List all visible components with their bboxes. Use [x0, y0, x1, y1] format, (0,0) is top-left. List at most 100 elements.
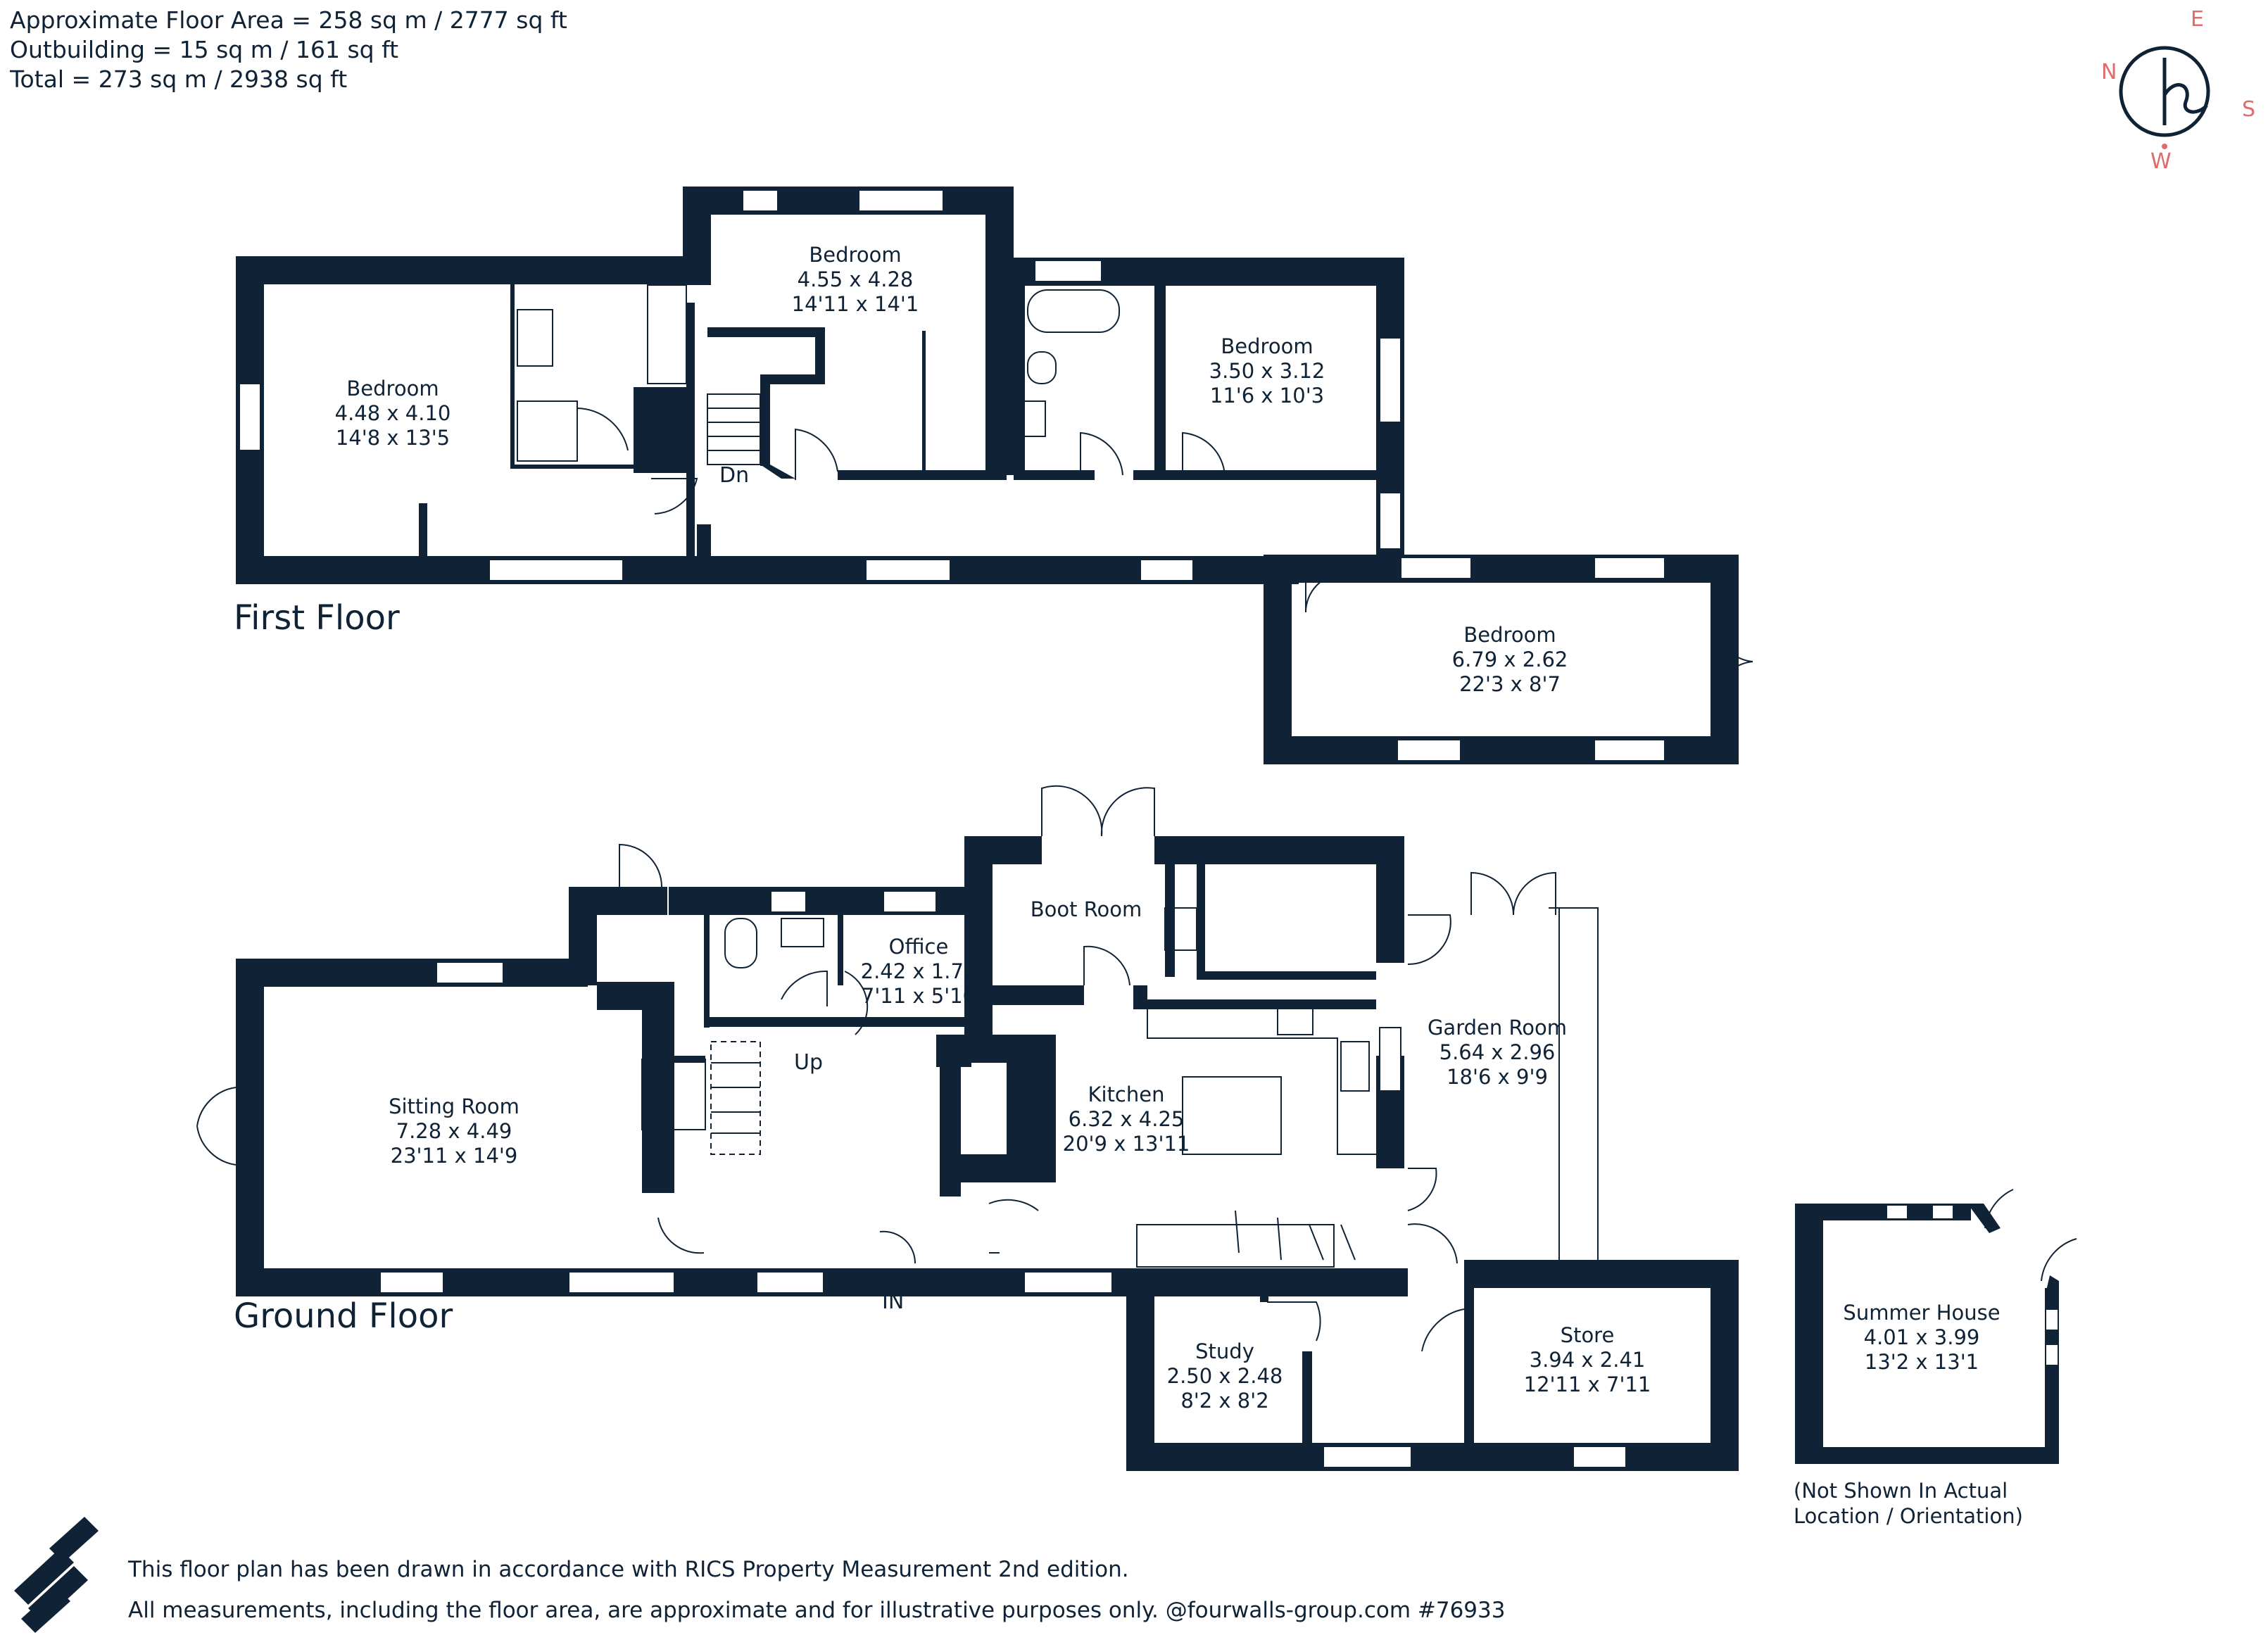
room-name: Bedroom	[346, 377, 439, 400]
room-name: Boot Room	[1030, 897, 1142, 921]
ground-floor-wall	[1165, 864, 1175, 977]
ground-floor-wall	[1197, 971, 1376, 980]
garden-room-glazing	[1549, 907, 1599, 1260]
room-name: Bedroom	[809, 243, 902, 267]
stairs-fixture	[711, 1062, 760, 1134]
first-floor-wall	[1264, 736, 1739, 764]
room-imperial: 14'11 x 14'1	[791, 292, 919, 316]
window	[1932, 1204, 1954, 1220]
window	[1379, 337, 1401, 423]
first-floor-wall	[1133, 470, 1376, 480]
first-floor-wall	[1711, 555, 1739, 764]
first-floor-wall	[683, 187, 1014, 215]
summer-house-wall	[1967, 1204, 2001, 1233]
window	[379, 1271, 444, 1294]
door	[1407, 914, 1451, 966]
door	[577, 407, 629, 461]
room-imperial: 14'8 x 13'5	[335, 426, 451, 450]
stairs-down-label: Dn	[719, 463, 750, 488]
summer-house-wall	[2045, 1275, 2059, 1296]
window	[1023, 1271, 1113, 1294]
room-metric: 6.79 x 2.62	[1451, 648, 1568, 671]
first-floor-wall	[1154, 282, 1166, 472]
first-floor-wall	[1264, 555, 1739, 583]
window	[1886, 1204, 1908, 1220]
room-name: Study	[1195, 1339, 1254, 1363]
door	[879, 1230, 916, 1264]
first-floor-wall	[686, 303, 695, 556]
room-imperial: 11'6 x 10'3	[1209, 384, 1325, 408]
first-floor-wall	[1264, 555, 1292, 764]
stairs-fixture	[710, 1041, 761, 1155]
first-floor-label: First Floor	[234, 598, 400, 638]
ground-floor-wall	[1133, 999, 1376, 1009]
window	[770, 890, 807, 913]
door	[1984, 1189, 2077, 1282]
window	[1573, 1446, 1627, 1468]
room-store: Store 3.94 x 2.41 12'11 x 7'11	[1524, 1323, 1651, 1397]
ground-floor-label: Ground Floor	[234, 1296, 453, 1336]
ground-floor-wall	[1260, 1288, 1268, 1302]
room-study: Study 2.50 x 2.48 8'2 x 8'2	[1167, 1339, 1283, 1413]
door	[844, 971, 869, 1035]
window	[742, 189, 779, 212]
compass-monogram-icon	[2119, 46, 2210, 149]
outbuilding-note-line: Location / Orientation)	[1794, 1504, 2023, 1528]
door	[1717, 626, 1753, 697]
first-floor-wall	[419, 503, 427, 556]
room-bedroom-1: Bedroom 4.48 x 4.10 14'8 x 13'5	[335, 377, 451, 450]
ground-floor-wall	[993, 985, 1084, 1005]
window	[568, 1271, 675, 1294]
room-imperial: 20'9 x 13'11	[1062, 1132, 1190, 1156]
first-floor-wall	[1014, 282, 1025, 472]
kitchen-island-fixture	[1182, 1076, 1282, 1155]
ground-floor-wall	[704, 915, 710, 1028]
fourwalls-logo-icon	[14, 1517, 99, 1633]
door	[1421, 1308, 1465, 1352]
door	[657, 1217, 705, 1254]
ground-floor-wall	[1126, 1288, 1154, 1471]
room-name: Bedroom	[1463, 623, 1556, 647]
first-floor-wall	[1014, 470, 1095, 480]
room-metric: 6.32 x 4.25	[1068, 1107, 1185, 1131]
ground-floor-wall	[704, 1017, 971, 1027]
door	[651, 478, 698, 515]
summer-house-wall	[1795, 1204, 1823, 1464]
ground-floor-wall	[1464, 1260, 1474, 1443]
first-floor-wall	[510, 284, 515, 469]
ground-floor-wall	[940, 1154, 1056, 1182]
room-imperial: 22'3 x 8'7	[1459, 672, 1561, 696]
doors	[196, 407, 2077, 1352]
summer-house-wall	[2045, 1288, 2059, 1464]
first-floor-wall	[985, 187, 1014, 475]
area-main-text: Approximate Floor Area = 258 sq m / 2777…	[10, 6, 567, 34]
area-total-text: Total = 273 sq m / 2938 sq ft	[10, 65, 348, 93]
first-floor-wall	[707, 327, 824, 337]
window	[865, 559, 951, 581]
first-floor-wall	[760, 374, 770, 466]
compass-west-label: W	[2150, 149, 2172, 174]
door	[1080, 431, 1123, 480]
room-name: Store	[1560, 1323, 1615, 1347]
door	[1083, 945, 1130, 986]
door	[196, 1087, 237, 1166]
footer-rics-note: This floor plan has been drawn in accord…	[128, 1557, 1129, 1582]
first-floor-wall	[510, 465, 686, 469]
first-floor-wall	[236, 256, 686, 284]
sink-fixture	[1340, 1041, 1370, 1092]
ground-floor-wall	[838, 915, 843, 985]
ground-floor-wall	[1302, 1351, 1312, 1443]
room-metric: 4.01 x 3.99	[1863, 1325, 1980, 1349]
room-boot-room: Boot Room	[1031, 897, 1142, 922]
door	[795, 428, 838, 480]
ground-floor-wall	[964, 836, 993, 1057]
room-metric: 2.50 x 2.48	[1166, 1364, 1283, 1388]
door	[1235, 1210, 1356, 1261]
window	[858, 189, 944, 212]
door	[1267, 1301, 1321, 1342]
room-name: Bedroom	[1221, 334, 1313, 358]
walls	[236, 187, 2059, 1471]
door	[1182, 431, 1226, 480]
ground-floor-wall	[1711, 1260, 1739, 1471]
